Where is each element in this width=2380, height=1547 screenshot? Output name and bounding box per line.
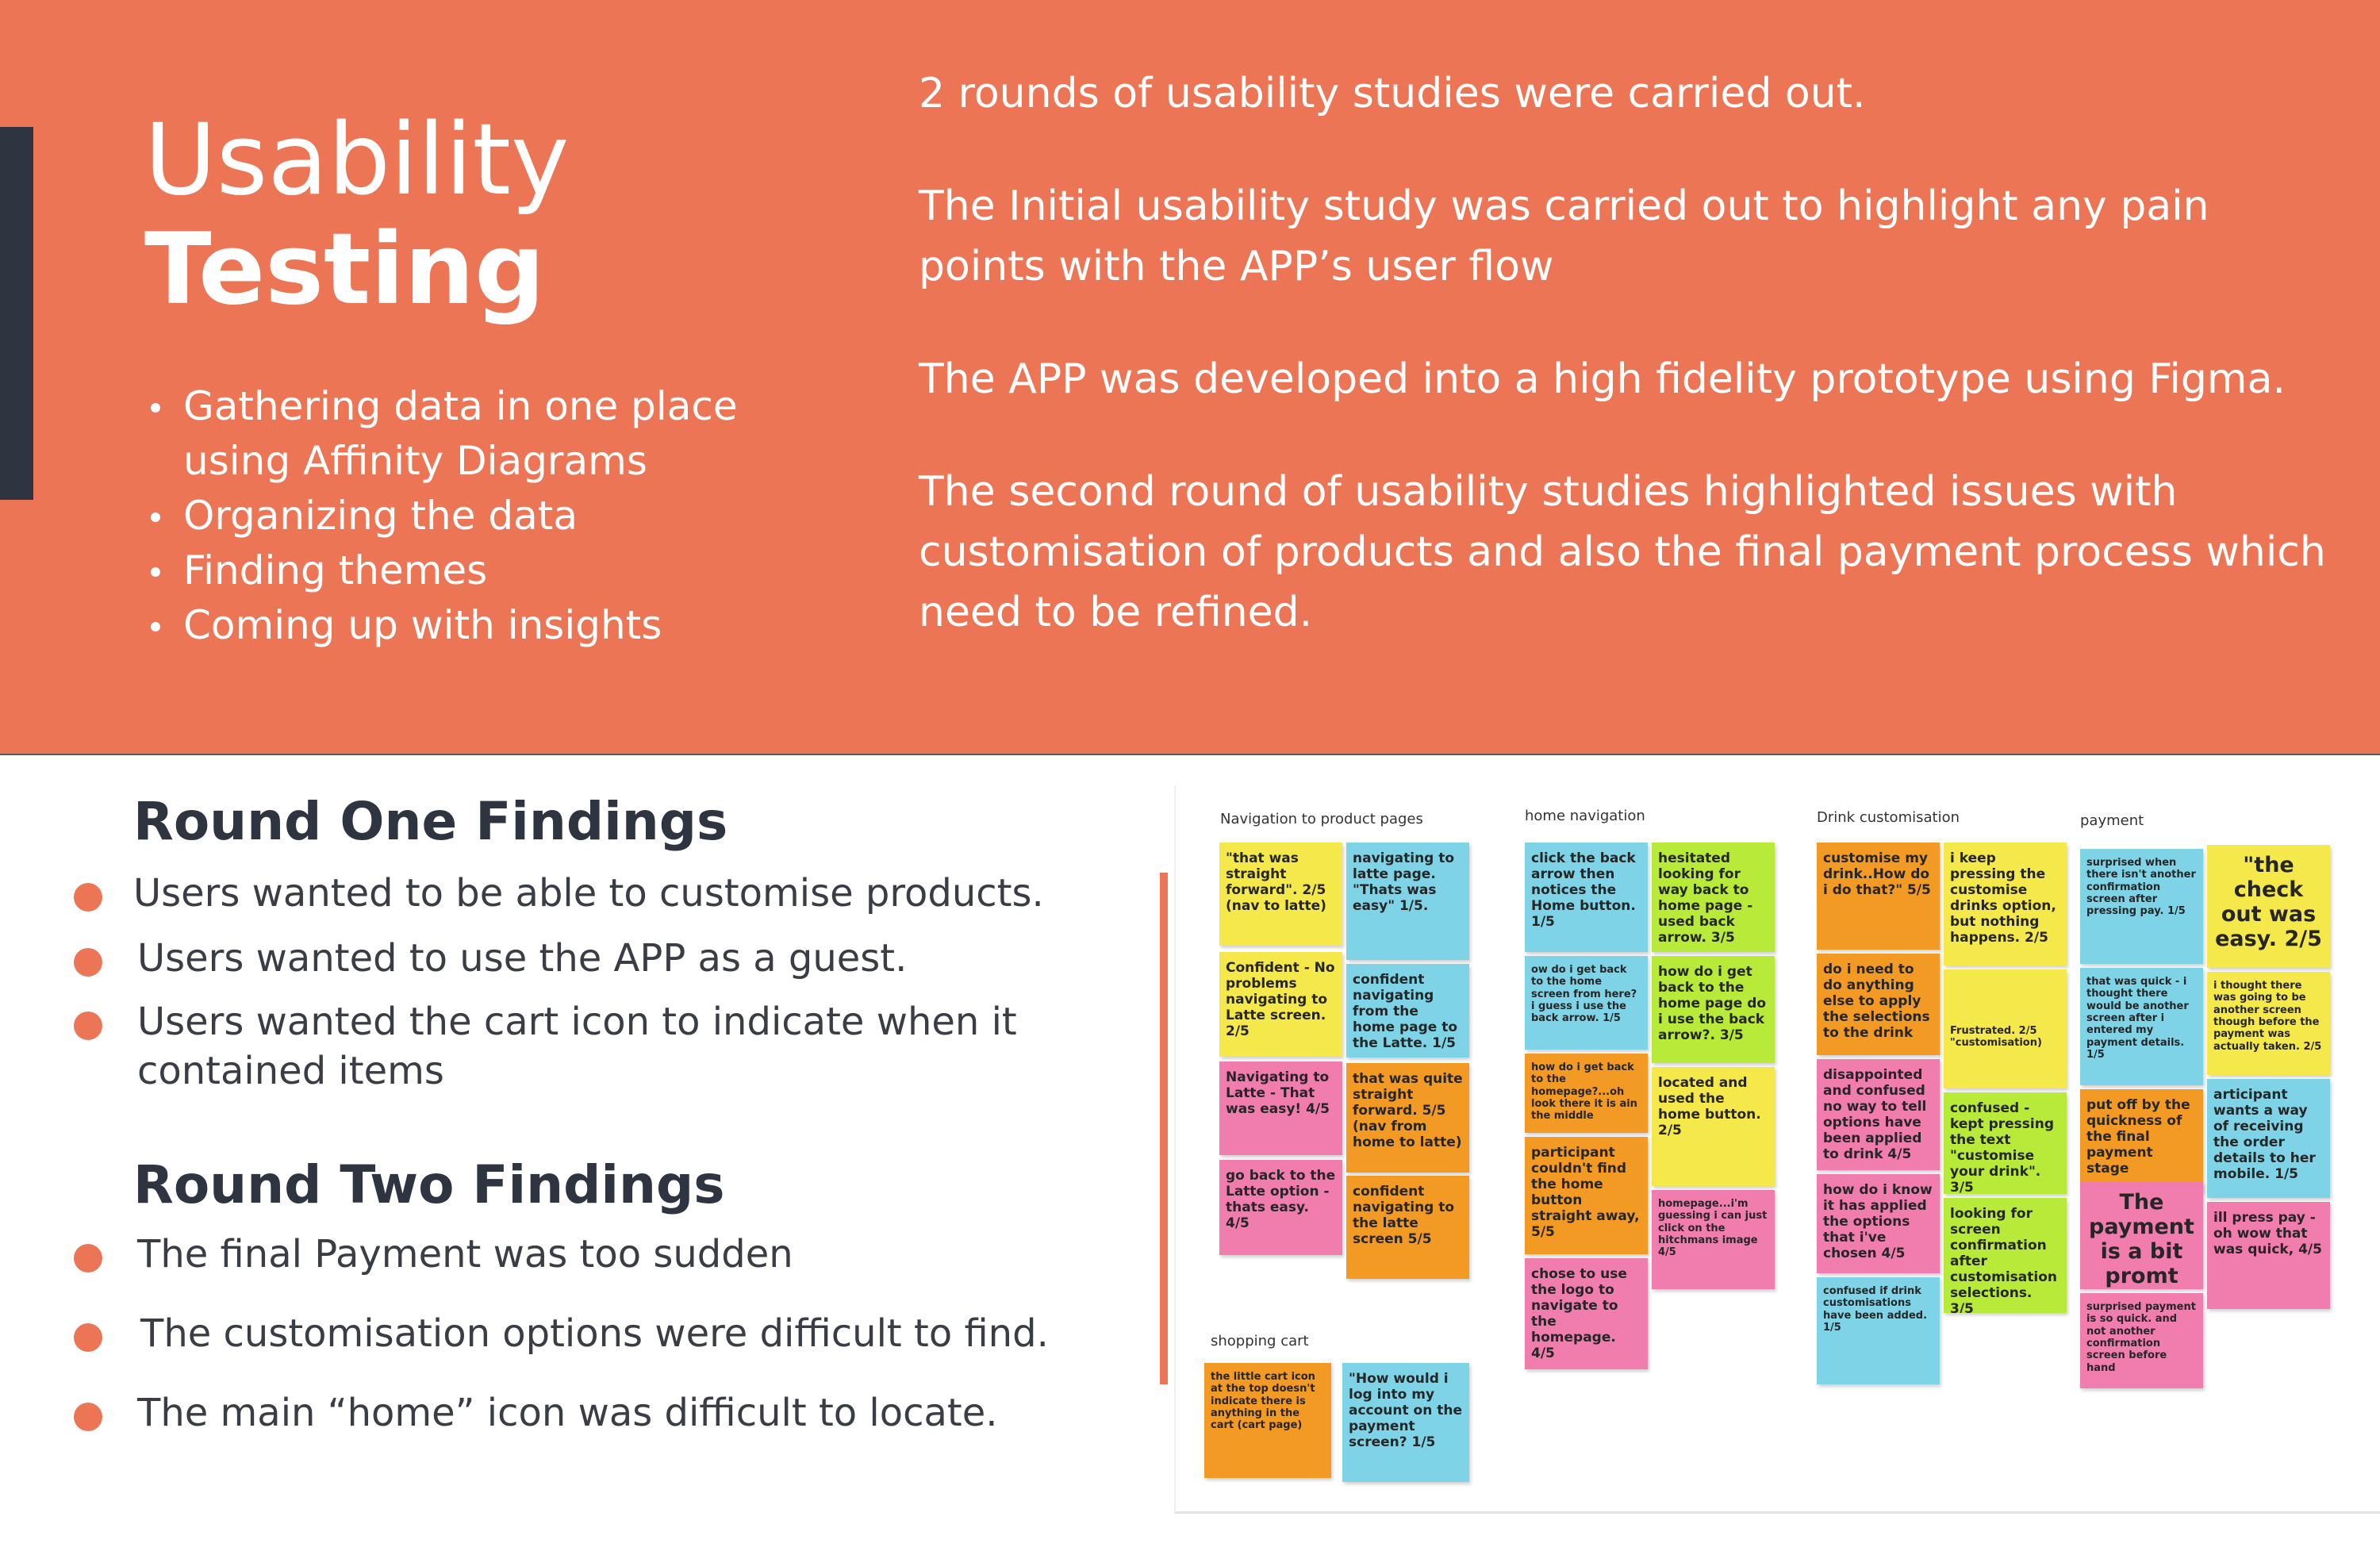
finding-item: Users wanted to use the APP as a guest. [0,934,1142,997]
intro-paragraph: The APP was developed into a high fideli… [919,355,2286,403]
sticky-note: "that was straight forward". 2/5 (nav to… [1219,843,1342,946]
sticky-note: that was quite straight forward. 5/5 (na… [1346,1063,1469,1173]
sticky-note: The payment is a bit promt 5/5 [2080,1182,2203,1289]
method-bullets: Gathering data in one place using Affini… [148,379,830,653]
bullet-item: Finding themes [148,543,830,598]
group-label: payment [2080,812,2144,829]
sticky-note: confused - kept pressing the text "custo… [1944,1092,2067,1194]
sticky-note: Confident - No problems navigating to La… [1219,952,1342,1057]
sticky-note: located and used the home button. 2/5 [1652,1067,1775,1186]
sticky-note: ow do i get back to the home screen from… [1525,956,1648,1050]
finding-item: The final Payment was too sudden [0,1230,1142,1309]
sticky-note: confused if drink customisations have be… [1817,1277,1940,1384]
finding-item: The customisation options were difficult… [0,1309,1142,1388]
finding-item: The main “home” icon was difficult to lo… [0,1388,1142,1438]
bullet-dot [74,883,102,912]
round-two-list: The final Payment was too sudden The cus… [0,1230,1142,1438]
round-one-heading: Round One Findings [133,791,728,852]
title-line-2: Testing [144,213,545,327]
round-one-list: Users wanted to be able to customise pro… [0,869,1142,1096]
sticky-note: homepage...i'm guessing i can just click… [1652,1190,1775,1289]
sticky-note: hesitated looking for way back to home p… [1652,843,1775,952]
sticky-note: surprised payment is so quick. and not a… [2080,1293,2203,1388]
affinity-diagram-board: Navigation to product pages "that was st… [1174,785,2380,1514]
section-divider [1160,873,1168,1384]
sticky-note: confident navigating from the home page … [1346,964,1469,1058]
sticky-note: how do i get back to the home page do i … [1652,956,1775,1063]
sticky-note: navigating to latte page. "Thats was eas… [1346,843,1469,960]
accent-bar [0,127,33,500]
sticky-note: articipant wants a way of receiving the … [2207,1079,2330,1198]
group-label: Navigation to product pages [1220,811,1423,827]
sticky-note: participant couldn't find the home butto… [1525,1137,1648,1254]
sticky-note: "the check out was easy. 2/5 [2207,845,2330,968]
finding-item: Users wanted the cart icon to indicate w… [0,997,1142,1096]
intro-paragraph: 2 rounds of usability studies were carri… [919,70,1866,117]
intro-text: 2 rounds of usability studies were carri… [919,63,2347,695]
sticky-note: do i need to do anything else to apply t… [1817,954,1940,1055]
sticky-note: Frustrated. 2/5 "customisation) [1944,969,2067,1088]
group-label: Drink customisation [1817,809,1960,826]
bullet-item: Coming up with insights [148,598,830,653]
bullet-item: Organizing the data [148,489,830,543]
sticky-note: Navigating to Latte - That was easy! 4/5 [1219,1061,1342,1155]
sticky-note: how do i know it has applied the options… [1817,1174,1940,1273]
title-line-1: Usability [144,103,570,217]
finding-text: The main “home” icon was difficult to lo… [137,1391,998,1435]
finding-text: The final Payment was too sudden [137,1232,793,1276]
bullet-dot [74,1323,102,1352]
sticky-note: surprised when there isn't another confi… [2080,849,2203,964]
finding-text: Users wanted to be able to customise pro… [133,871,1044,916]
sticky-note: how do i get back to the homepage?...oh … [1525,1054,1648,1133]
sticky-note: i keep pressing the customise drinks opt… [1944,843,2067,965]
sticky-note: confident navigating to the latte screen… [1346,1176,1469,1279]
finding-text: Users wanted the cart icon to indicate w… [137,1000,1017,1093]
sticky-note: put off by the quickness of the final pa… [2080,1089,2203,1192]
sticky-note: the little cart icon at the top doesn't … [1204,1363,1331,1478]
intro-paragraph: The second round of usability studies hi… [919,468,2326,636]
bullet-item: Gathering data in one place using Affini… [148,379,830,489]
sticky-note: that was quick - i thought there would b… [2080,968,2203,1085]
bullet-dot [74,1244,102,1273]
finding-item: Users wanted to be able to customise pro… [0,869,1142,934]
sticky-note: i thought there was going to be another … [2207,972,2330,1075]
intro-paragraph: The Initial usability study was carried … [919,182,2209,290]
bullet-dot [74,1012,102,1040]
sticky-note: ill press pay - oh wow that was quick, 4… [2207,1202,2330,1309]
sticky-note: go back to the Latte option - thats easy… [1219,1160,1342,1255]
sticky-note: disappointed and confused no way to tell… [1817,1059,1940,1170]
bullet-dot [74,948,102,977]
finding-text: The customisation options were difficult… [140,1311,1049,1356]
round-two-heading: Round Two Findings [133,1154,725,1215]
sticky-note: click the back arrow then notices the Ho… [1525,843,1648,952]
sticky-note: chose to use the logo to navigate to the… [1525,1258,1648,1369]
sticky-note: looking for screen confirmation after cu… [1944,1198,2067,1313]
sticky-note: "How would i log into my account on the … [1342,1363,1469,1482]
sticky-note: customise my drink..How do i do that?" 5… [1817,843,1940,950]
bullet-dot [74,1403,102,1431]
hero-section: Usability Testing Gathering data in one … [0,0,2380,755]
findings-section: Round One Findings Users wanted to be ab… [0,758,1150,1547]
group-label: home navigation [1525,808,1645,824]
group-label: shopping cart [1211,1333,1309,1349]
finding-text: Users wanted to use the APP as a guest. [137,936,908,981]
